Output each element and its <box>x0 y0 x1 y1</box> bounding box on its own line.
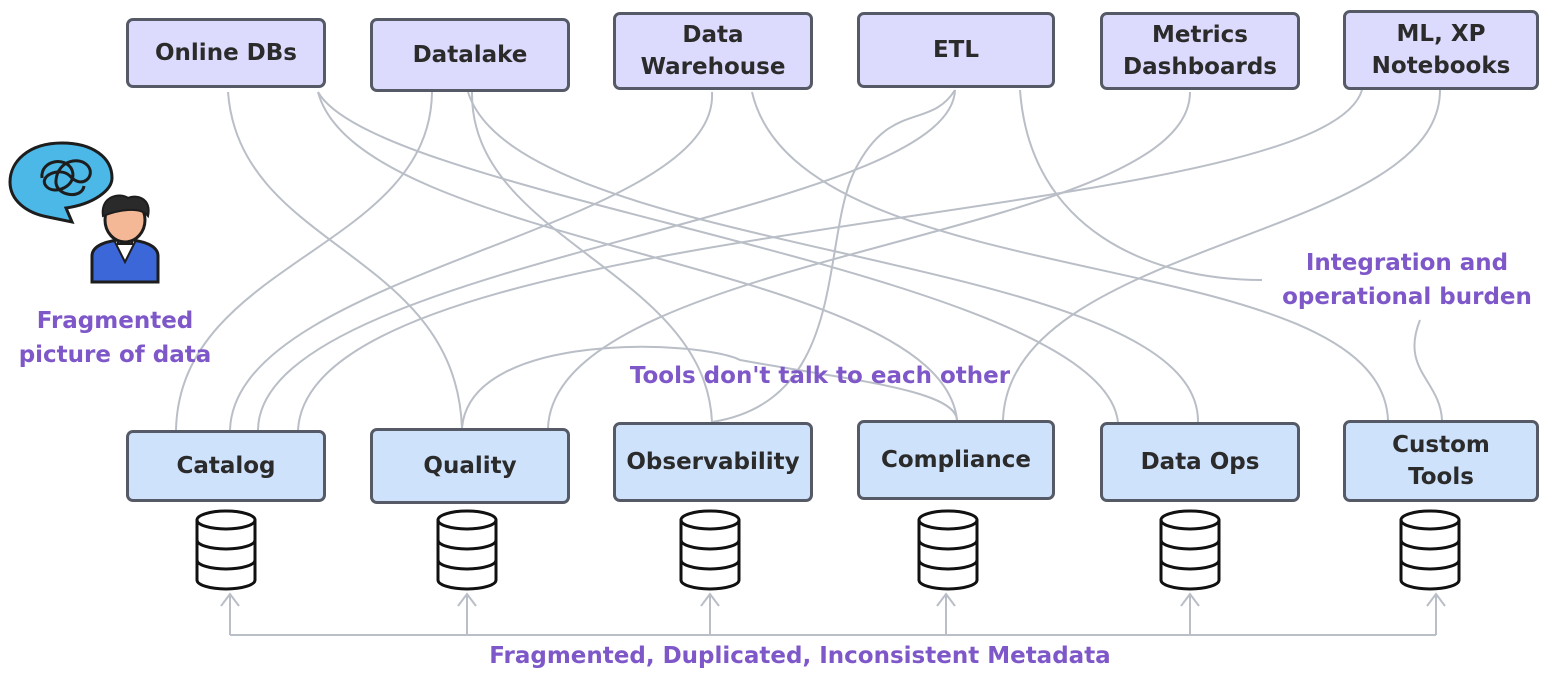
tool-label: Compliance <box>880 447 1031 473</box>
source-box-ml-xp-notebooks: ML, XP Notebooks <box>1343 10 1539 90</box>
source-box-online-dbs: Online DBs <box>126 18 326 88</box>
arrow-up-icon <box>457 592 477 635</box>
connector-line <box>297 89 1363 431</box>
arrow-up-icon <box>220 592 240 635</box>
tool-box-data-ops: Data Ops <box>1100 422 1300 502</box>
connector-line <box>467 91 1200 423</box>
connector-line <box>175 91 433 431</box>
source-box-etl: ETL <box>857 12 1055 88</box>
connector-line <box>1019 89 1263 281</box>
connector-line <box>1002 89 1441 421</box>
tool-box-observability: Observability <box>613 422 813 502</box>
source-box-data-warehouse: Data Warehouse <box>613 12 813 90</box>
connector-line <box>317 91 958 421</box>
source-label: Online DBs <box>155 40 297 66</box>
tool-label: Custom Tools <box>1392 432 1490 490</box>
tool-label: Observability <box>626 449 800 475</box>
connector-line <box>317 91 1119 423</box>
tool-label: Data Ops <box>1140 449 1260 475</box>
connector-line <box>1413 319 1443 421</box>
connector-line <box>547 91 1191 429</box>
source-box-metrics-dashboards: Metrics Dashboards <box>1100 12 1300 90</box>
source-label: Datalake <box>412 42 528 68</box>
connector-line <box>751 91 1389 421</box>
tool-label: Quality <box>423 453 517 479</box>
arrow-up-icon <box>1426 592 1446 635</box>
tool-box-catalog: Catalog <box>126 430 326 502</box>
connector-line <box>227 91 463 429</box>
connector-line <box>461 345 958 429</box>
user-icon <box>90 194 160 284</box>
source-label: ETL <box>932 37 980 63</box>
metadata-note: Fragmented, Duplicated, Inconsistent Met… <box>489 643 1111 669</box>
connector-line <box>229 91 714 431</box>
arrow-up-icon <box>700 592 720 635</box>
source-label: ML, XP Notebooks <box>1371 21 1511 79</box>
integration-burden-note: Integration and operational burden <box>1282 250 1532 310</box>
tools-dont-talk-note: Tools don't talk to each other <box>629 363 1011 389</box>
connector-line <box>711 89 956 423</box>
tool-label: Catalog <box>176 453 276 479</box>
fragmented-picture-note: Fragmented picture of data <box>18 308 212 368</box>
source-box-datalake: Datalake <box>370 18 570 92</box>
source-label: Metrics Dashboards <box>1123 22 1277 80</box>
tool-box-compliance: Compliance <box>857 420 1055 500</box>
connector-line <box>470 91 713 423</box>
tool-box-custom-tools: Custom Tools <box>1343 420 1539 502</box>
arrow-up-icon <box>1180 592 1200 635</box>
source-label: Data Warehouse <box>640 22 786 80</box>
arrow-up-icon <box>936 592 956 635</box>
connector-line <box>257 89 956 431</box>
tool-box-quality: Quality <box>370 428 570 504</box>
tangled-thought-bubble-icon <box>8 141 114 225</box>
